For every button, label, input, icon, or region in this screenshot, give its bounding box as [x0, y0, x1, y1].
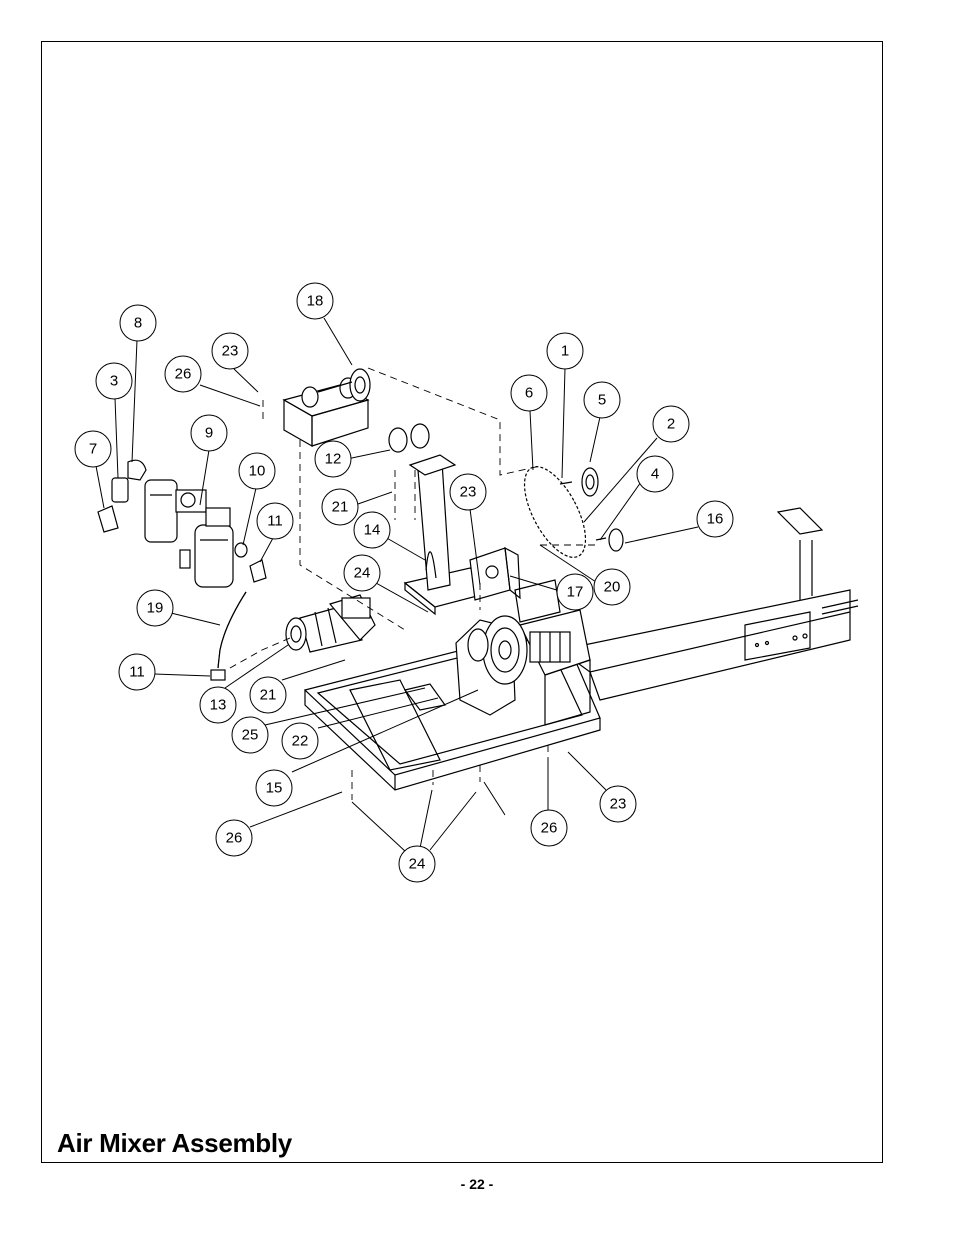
- svg-text:20: 20: [604, 579, 621, 596]
- callout-4: 4: [636, 455, 674, 493]
- svg-text:23: 23: [610, 796, 627, 813]
- callout-9: 9: [190, 414, 228, 452]
- callout-10: 10: [238, 452, 276, 490]
- callout-11-upper: 11: [256, 502, 294, 540]
- svg-text:23: 23: [460, 484, 477, 501]
- svg-text:21: 21: [332, 499, 349, 516]
- upper-bracket-drawing: [282, 368, 371, 448]
- callout-11-lower: 11: [118, 653, 156, 691]
- svg-text:17: 17: [567, 584, 584, 601]
- svg-text:10: 10: [249, 463, 266, 480]
- callout-23-right: 23: [599, 785, 637, 823]
- svg-text:26: 26: [226, 830, 243, 847]
- filter-regulator-drawing: [97, 459, 267, 681]
- svg-text:11: 11: [267, 513, 283, 530]
- svg-text:23: 23: [222, 343, 239, 360]
- callout-18: 18: [296, 282, 334, 320]
- svg-text:19: 19: [147, 600, 164, 617]
- callout-5: 5: [583, 381, 621, 419]
- svg-text:25: 25: [242, 727, 259, 744]
- callout-22: 22: [281, 722, 319, 760]
- svg-text:18: 18: [307, 293, 324, 310]
- callout-1: 1: [546, 332, 584, 370]
- callout-13: 13: [199, 686, 237, 724]
- svg-text:8: 8: [134, 315, 142, 332]
- svg-text:26: 26: [175, 366, 192, 383]
- callout-15: 15: [255, 769, 293, 807]
- callout-6: 6: [510, 374, 548, 412]
- svg-text:15: 15: [266, 780, 283, 797]
- callout-26-left: 26: [215, 819, 253, 857]
- chain-drawing: [523, 466, 624, 558]
- page-frame: [41, 41, 883, 1163]
- callout-24-upper: 24: [343, 554, 381, 592]
- callout-7: 7: [74, 430, 112, 468]
- callout-19: 19: [136, 589, 174, 627]
- svg-text:6: 6: [525, 385, 533, 402]
- callout-25: 25: [231, 716, 269, 754]
- air-motor-drawing: [285, 594, 376, 653]
- svg-text:24: 24: [409, 856, 426, 873]
- base-frame-drawing: [303, 507, 859, 791]
- svg-text:24: 24: [354, 565, 371, 582]
- svg-text:11: 11: [129, 664, 145, 681]
- callout-14: 14: [353, 511, 391, 549]
- callout-23-top: 23: [211, 332, 249, 370]
- svg-text:2: 2: [667, 416, 675, 433]
- callout-16: 16: [696, 500, 734, 538]
- svg-text:7: 7: [89, 441, 97, 458]
- callout-21-upper: 21: [321, 488, 359, 526]
- page-number: - 22 -: [460, 1176, 494, 1192]
- pulley-assembly-drawing: [467, 615, 571, 685]
- callout-21-lower: 21: [249, 676, 287, 714]
- svg-text:9: 9: [205, 425, 213, 442]
- svg-text:3: 3: [110, 373, 118, 390]
- callout-26-top: 26: [164, 355, 202, 393]
- callout-8: 8: [119, 304, 157, 342]
- callout-17: 17: [556, 573, 594, 611]
- page-title: Air Mixer Assembly: [57, 1128, 292, 1158]
- callout-12: 12: [314, 440, 352, 478]
- svg-text:4: 4: [651, 466, 659, 483]
- callout-26-right: 26: [530, 809, 568, 847]
- svg-text:12: 12: [325, 451, 342, 468]
- svg-text:16: 16: [707, 511, 724, 528]
- svg-text:5: 5: [598, 392, 606, 409]
- svg-text:22: 22: [292, 733, 309, 750]
- svg-text:13: 13: [210, 697, 227, 714]
- svg-text:14: 14: [364, 522, 381, 539]
- callout-20: 20: [593, 568, 631, 606]
- callout-3: 3: [95, 362, 133, 400]
- callout-23-middle: 23: [449, 473, 487, 511]
- svg-text:26: 26: [541, 820, 558, 837]
- callout-24-lower: 24: [398, 845, 436, 883]
- leader-lines: [95, 317, 699, 853]
- svg-text:21: 21: [260, 687, 277, 704]
- callout-2: 2: [652, 405, 690, 443]
- assembly-path-lines: [229, 367, 600, 800]
- svg-text:1: 1: [561, 343, 569, 360]
